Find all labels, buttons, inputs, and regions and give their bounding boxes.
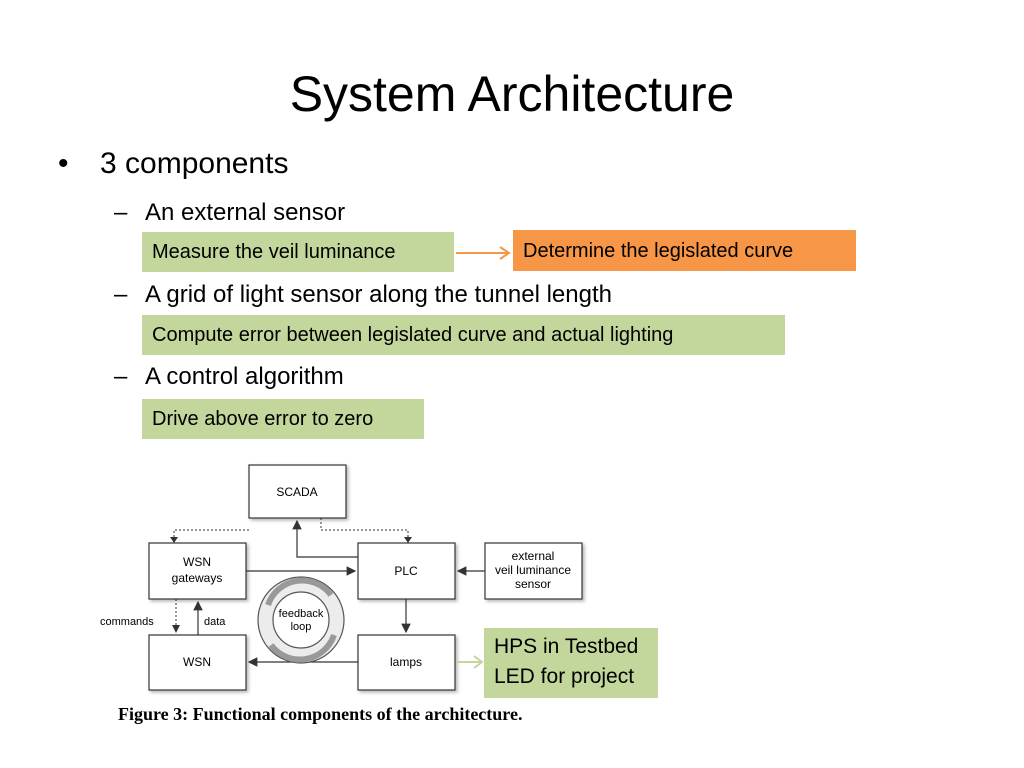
tag-compute-error: Compute error between legislated curve a… bbox=[142, 315, 785, 355]
item-control-algorithm: A control algorithm bbox=[145, 363, 344, 390]
tag-determine-curve: Determine the legislated curve bbox=[513, 230, 856, 271]
dash-2: – bbox=[114, 281, 128, 308]
feedback-loop-icon: feedback loop bbox=[257, 576, 345, 664]
bullet-glyph: • bbox=[58, 147, 69, 180]
sensor-label-3: sensor bbox=[515, 577, 551, 591]
wsn-gateways-label-1: WSN bbox=[183, 555, 211, 569]
hps-line-2: LED for project bbox=[494, 665, 635, 688]
wsn-gateways-label-2: gateways bbox=[172, 571, 223, 585]
sensor-label-2: veil luminance bbox=[495, 563, 571, 577]
figure-caption: Figure 3: Functional components of the a… bbox=[118, 704, 523, 724]
feedback-label-1: feedback bbox=[279, 608, 324, 620]
data-label: data bbox=[204, 616, 226, 628]
plc-box: PLC bbox=[357, 542, 456, 600]
scada-label: SCADA bbox=[276, 485, 317, 499]
lamps-box: lamps bbox=[357, 634, 456, 691]
wsn-gateways-box: WSN gateways bbox=[148, 542, 247, 600]
wsn-box: WSN bbox=[148, 634, 247, 691]
tag-measure-veil: Measure the veil luminance bbox=[142, 232, 454, 272]
architecture-diagram: SCADA WSN gateways PLC external veil lum… bbox=[100, 464, 583, 691]
lamps-label: lamps bbox=[390, 655, 422, 669]
commands-label: commands bbox=[100, 616, 154, 628]
feedback-label-2: loop bbox=[291, 621, 312, 633]
scada-box: SCADA bbox=[248, 464, 347, 519]
external-sensor-box: external veil luminance sensor bbox=[484, 542, 583, 600]
orange-arrow bbox=[456, 246, 511, 260]
sensor-label-1: external bbox=[512, 549, 555, 563]
tag-hps-led: HPS in Testbed LED for project bbox=[484, 628, 658, 698]
item-light-sensor-grid: A grid of light sensor along the tunnel … bbox=[145, 281, 612, 308]
wsn-label: WSN bbox=[183, 655, 211, 669]
tag-drive-error: Drive above error to zero bbox=[142, 399, 424, 439]
dash-3: – bbox=[114, 363, 128, 390]
scada-dotted-links bbox=[173, 518, 409, 541]
item-external-sensor: An external sensor bbox=[145, 199, 346, 226]
green-arrow bbox=[457, 655, 484, 669]
bullet-text: 3 components bbox=[100, 147, 289, 180]
hps-line-1: HPS in Testbed bbox=[494, 635, 639, 658]
dash-1: – bbox=[114, 199, 128, 226]
plc-to-scada-arrow bbox=[292, 519, 358, 558]
plc-label: PLC bbox=[394, 564, 418, 578]
slide-title: System Architecture bbox=[289, 66, 735, 122]
